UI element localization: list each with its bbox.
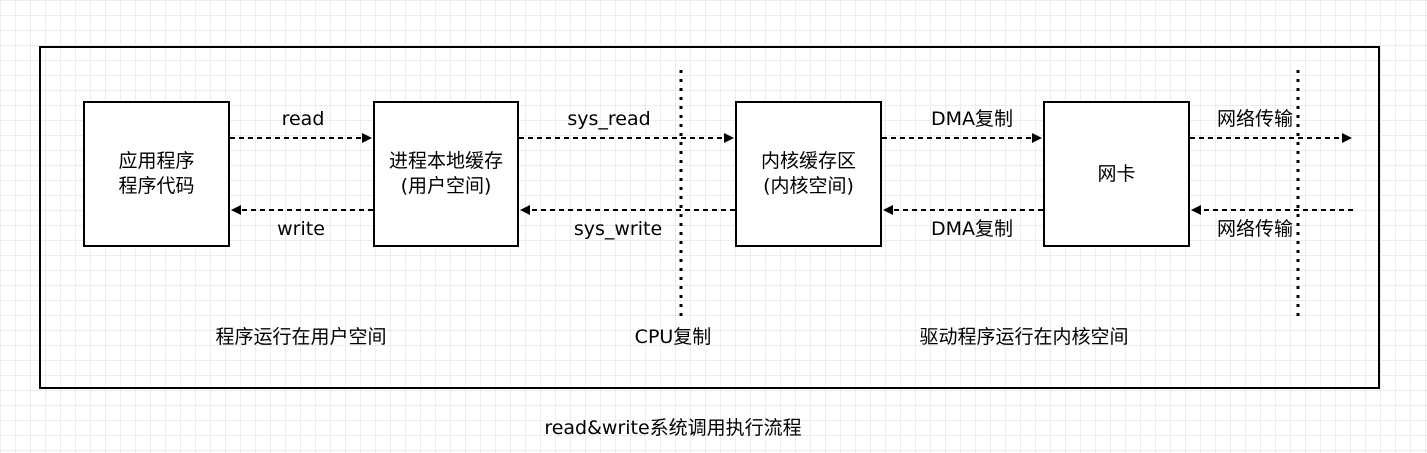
kernel-cache-line1: 内核缓存区 [760,150,856,172]
app-code-box: 应用程序 程序代码 [83,101,230,247]
read-label: read [281,108,325,130]
nic-box: 网卡 [1043,101,1190,247]
process-cache-line1: 进程本地缓存 [388,150,503,172]
user-space-label: 程序运行在用户空间 [215,326,387,348]
kernel-cache-line2: (内核空间) [763,175,854,197]
diagram-frame [39,46,1380,389]
sys-write-label: sys_write [573,218,663,240]
app-code-line1: 应用程序 [118,150,195,172]
dma-out-label: DMA复制 [930,108,1014,130]
diagram-caption: read&write系统调用执行流程 [544,417,802,439]
cpu-copy-label: CPU复制 [634,326,712,348]
nic-label: 网卡 [1097,162,1136,185]
dma-in-label: DMA复制 [930,218,1014,240]
app-code-line2: 程序代码 [118,175,195,197]
process-cache-line2: (用户空间) [400,175,492,197]
net-in-label: 网络传输 [1216,218,1294,240]
kernel-space-label: 驱动程序运行在内核空间 [919,326,1129,348]
process-cache-box: 进程本地缓存 (用户空间) [373,101,519,247]
write-label: write [277,218,325,240]
net-out-label: 网络传输 [1216,108,1294,130]
kernel-cache-box: 内核缓存区 (内核空间) [735,101,882,247]
sys-read-label: sys_read [567,108,651,130]
